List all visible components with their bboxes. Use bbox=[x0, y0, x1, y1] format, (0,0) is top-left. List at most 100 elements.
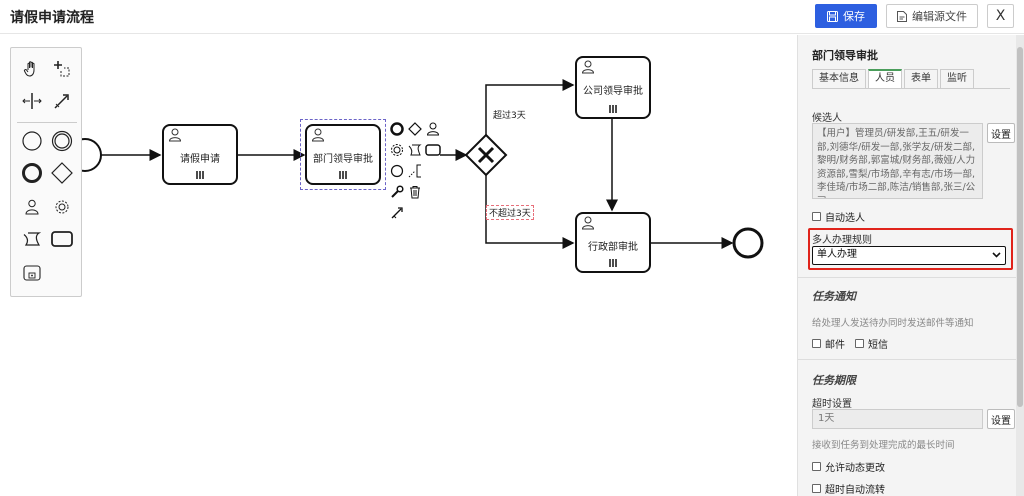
auto-select-label: 自动选人 bbox=[825, 213, 865, 224]
tab-underline bbox=[812, 88, 1010, 89]
task-label: 行政部审批 bbox=[588, 242, 638, 253]
service-task-tool-icon[interactable] bbox=[49, 194, 75, 220]
exclusive-gateway[interactable] bbox=[464, 133, 508, 177]
section-divider bbox=[798, 359, 1024, 360]
append-gateway-icon[interactable] bbox=[406, 120, 424, 138]
intermediate-event-icon[interactable] bbox=[388, 162, 406, 180]
auto-select-checkbox[interactable] bbox=[812, 212, 821, 221]
notify-help-text: 给处理人发送待办同时发送邮件等通知 bbox=[812, 318, 974, 329]
parallel-marker-icon bbox=[609, 259, 617, 267]
task-dept-approve[interactable]: 部门领导审批 bbox=[305, 124, 381, 185]
subprocess-tool-icon[interactable] bbox=[19, 260, 45, 286]
multi-rule-select[interactable]: 单人办理 bbox=[812, 246, 1006, 265]
save-button[interactable]: 保存 bbox=[815, 4, 877, 28]
text-annotation-icon[interactable] bbox=[406, 162, 424, 180]
service-task-icon[interactable] bbox=[388, 141, 406, 159]
tab-listener[interactable]: 监听 bbox=[940, 69, 974, 89]
edge-label-not-over-3-days[interactable]: 不超过3天 bbox=[486, 205, 534, 220]
append-task-icon[interactable] bbox=[424, 141, 442, 159]
script-task-tool-icon[interactable] bbox=[19, 226, 45, 252]
multi-rule-label: 多人办理规则 bbox=[812, 235, 872, 246]
end-event-tool-icon[interactable] bbox=[19, 160, 45, 186]
connect-arrow-icon[interactable] bbox=[388, 204, 406, 222]
timeout-set-button[interactable]: 设置 bbox=[987, 409, 1015, 429]
append-end-event-icon[interactable] bbox=[388, 120, 406, 138]
end-event[interactable] bbox=[732, 227, 764, 259]
tool-palette bbox=[10, 47, 82, 297]
user-task-tool-icon[interactable] bbox=[19, 194, 45, 220]
candidates-set-button[interactable]: 设置 bbox=[987, 123, 1015, 143]
user-task-icon bbox=[311, 128, 325, 142]
page-title: 请假申请流程 bbox=[10, 10, 94, 26]
timeout-field[interactable]: 1天 bbox=[812, 409, 983, 429]
user-task-icon bbox=[581, 216, 595, 230]
gateway-tool-icon[interactable] bbox=[49, 160, 75, 186]
auto-flow-label: 超时自动流转 bbox=[825, 485, 885, 496]
file-edit-icon bbox=[897, 10, 907, 22]
global-connect-tool-icon[interactable] bbox=[49, 88, 75, 114]
edge-label-over-3-days[interactable]: 超过3天 bbox=[493, 108, 526, 121]
parallel-marker-icon bbox=[609, 105, 617, 113]
change-type-wrench-icon[interactable] bbox=[388, 183, 406, 201]
edit-source-label: 编辑源文件 bbox=[912, 10, 967, 23]
context-pad bbox=[386, 118, 446, 228]
scrollbar-thumb[interactable] bbox=[1017, 47, 1023, 407]
parallel-marker-icon bbox=[196, 171, 204, 179]
highlight-box bbox=[808, 228, 1013, 270]
chevron-down-icon bbox=[992, 252, 1001, 258]
space-tool-icon[interactable] bbox=[19, 88, 45, 114]
tab-form[interactable]: 表单 bbox=[904, 69, 938, 89]
allow-dynamic-label: 允许动态更改 bbox=[825, 463, 885, 474]
section-divider bbox=[798, 277, 1024, 278]
panel-title: 部门领导审批 bbox=[812, 49, 878, 62]
timeout-label: 超时设置 bbox=[812, 399, 852, 410]
email-checkbox[interactable] bbox=[812, 339, 821, 348]
save-label: 保存 bbox=[843, 10, 865, 23]
delete-trash-icon[interactable] bbox=[406, 183, 424, 201]
top-bar: 请假申请流程 保存 编辑源文件 X bbox=[0, 0, 1024, 34]
diagram-canvas[interactable] bbox=[0, 35, 795, 496]
tab-personnel[interactable]: 人员 bbox=[868, 69, 902, 89]
candidates-label: 候选人 bbox=[812, 113, 842, 124]
candidates-field[interactable]: 【用户】管理员/研发部,王五/研发一部,刘德华/研发一部,张学友/研发二部,黎明… bbox=[812, 123, 983, 199]
allow-dynamic-checkbox[interactable] bbox=[812, 462, 821, 471]
auto-flow-row[interactable]: 超时自动流转 bbox=[812, 481, 885, 496]
edit-source-button[interactable]: 编辑源文件 bbox=[886, 4, 978, 28]
sms-checkbox[interactable] bbox=[855, 339, 864, 348]
task-label: 部门领导审批 bbox=[313, 154, 373, 165]
flow-gateway-to-admin[interactable] bbox=[485, 175, 575, 249]
flow-gateway-to-company[interactable] bbox=[485, 79, 575, 135]
auto-flow-checkbox[interactable] bbox=[812, 484, 821, 493]
task-company-approve[interactable]: 公司领导审批 bbox=[575, 56, 651, 119]
append-user-task-icon[interactable] bbox=[424, 120, 442, 138]
lasso-tool-icon[interactable] bbox=[49, 56, 75, 82]
tab-basic-info[interactable]: 基本信息 bbox=[812, 69, 866, 89]
task-label: 请假申请 bbox=[180, 154, 220, 165]
task-label: 公司领导审批 bbox=[583, 86, 643, 97]
properties-panel: 部门领导审批 基本信息 人员 表单 监听 候选人 【用户】管理员/研发部,王五/… bbox=[797, 35, 1024, 496]
panel-tabs: 基本信息 人员 表单 监听 bbox=[812, 69, 976, 89]
close-button[interactable]: X bbox=[987, 4, 1014, 28]
task-admin-approve[interactable]: 行政部审批 bbox=[575, 212, 651, 273]
script-task-icon[interactable] bbox=[406, 141, 424, 159]
palette-separator bbox=[17, 122, 77, 123]
timeout-help-text: 接收到任务到处理完成的最长时间 bbox=[812, 440, 955, 451]
sms-label: 短信 bbox=[868, 340, 888, 351]
start-event-tool-icon[interactable] bbox=[19, 128, 45, 154]
notify-options-row: 邮件 短信 bbox=[812, 336, 888, 351]
multi-rule-value: 单人办理 bbox=[817, 249, 857, 260]
allow-dynamic-row[interactable]: 允许动态更改 bbox=[812, 459, 885, 474]
parallel-marker-icon bbox=[339, 171, 347, 179]
email-label: 邮件 bbox=[825, 340, 845, 351]
deadline-section-title: 任务期限 bbox=[812, 374, 856, 387]
intermediate-event-tool-icon[interactable] bbox=[49, 128, 75, 154]
auto-select-checkbox-row[interactable]: 自动选人 bbox=[812, 209, 865, 224]
selection-frame bbox=[300, 119, 386, 190]
task-tool-icon[interactable] bbox=[49, 226, 75, 252]
task-leave-apply[interactable]: 请假申请 bbox=[162, 124, 238, 185]
hand-tool-icon[interactable] bbox=[19, 56, 45, 82]
user-task-icon bbox=[168, 128, 182, 142]
save-icon bbox=[827, 10, 838, 22]
panel-scrollbar[interactable] bbox=[1016, 35, 1024, 496]
close-icon: X bbox=[995, 8, 1006, 24]
